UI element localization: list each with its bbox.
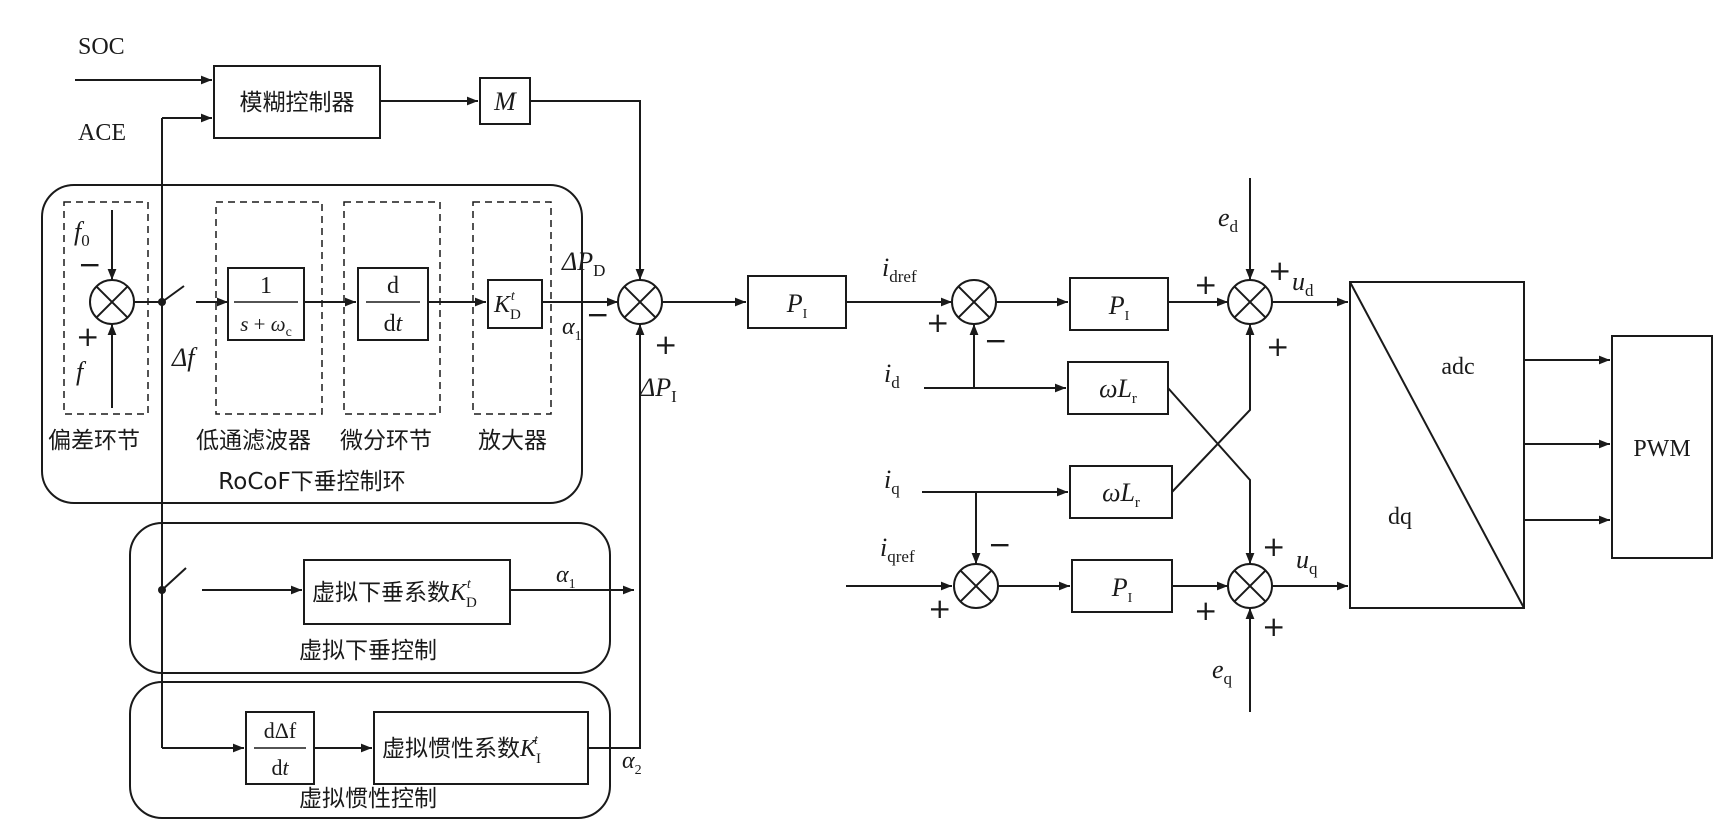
f-label: f xyxy=(76,357,87,386)
inertia-derivative-numerator: dΔf xyxy=(264,718,297,743)
omega-l-block-q xyxy=(1069,465,1173,519)
plus-sign: + xyxy=(1262,530,1285,563)
pi-block-q xyxy=(1071,559,1173,613)
fuzzy-controller-label: 模糊控制器 xyxy=(240,90,355,116)
virtual-droop-group xyxy=(129,522,611,674)
virtual-inertia-group xyxy=(129,681,611,819)
delta-f-label: Δf xyxy=(171,343,198,372)
eq-label: eq xyxy=(1212,655,1233,688)
switch-2 xyxy=(161,567,187,591)
rocof-loop-label: RoCoF下垂控制环 xyxy=(218,469,405,495)
lpf-denominator: s + ωc xyxy=(240,312,292,340)
m-block xyxy=(479,77,531,125)
iqref-label: iqref xyxy=(880,533,915,566)
ud-label: ud xyxy=(1292,267,1314,300)
diff-numerator: d xyxy=(387,273,399,299)
minus-sign: − xyxy=(984,324,1007,357)
deviation-stage-outline xyxy=(63,201,149,415)
iq-label: iq xyxy=(884,465,900,498)
ace-label: ACE xyxy=(78,120,126,146)
summing-junction-power xyxy=(617,279,663,325)
pwm-label: PWM xyxy=(1633,436,1690,462)
plus-sign: + xyxy=(1266,330,1289,363)
amplifier-label: KDt xyxy=(493,289,521,323)
summing-junction-id xyxy=(951,279,997,325)
delta-pd-label: ΔPD xyxy=(561,247,605,280)
lpf-numerator: 1 xyxy=(260,273,272,299)
minus-sign: − xyxy=(988,528,1011,561)
ed-label: ed xyxy=(1218,203,1239,236)
pi-label-d: PI xyxy=(1108,291,1130,324)
uq-label: uq xyxy=(1296,545,1318,578)
virtual-droop-label: 虚拟下垂控制 xyxy=(299,638,437,664)
plus-sign: + xyxy=(1194,594,1217,627)
pwm-block xyxy=(1611,335,1713,559)
summing-junction-deviation xyxy=(89,279,135,325)
pi-block-main xyxy=(747,275,847,329)
summing-junction-uq xyxy=(1227,563,1273,609)
inertia-coefficient-block xyxy=(373,711,589,785)
lpf-block xyxy=(227,267,305,341)
m-to-sum-arrow xyxy=(530,100,645,280)
inertia-coefficient-label: 虚拟惯性系数KIt xyxy=(382,733,541,767)
droop-coefficient-block xyxy=(303,559,511,625)
plus-sign: + xyxy=(76,320,99,353)
m-label: M xyxy=(493,87,517,116)
minus-sign: − xyxy=(78,248,101,281)
idref-label: idref xyxy=(882,253,917,286)
diff-stage-outline xyxy=(343,201,441,415)
pi-block-d xyxy=(1069,277,1169,331)
soc-label: SOC xyxy=(78,34,125,60)
deviation-stage-label: 偏差环节 xyxy=(48,428,140,454)
amp-stage-label: 放大器 xyxy=(478,428,547,454)
plus-sign: + xyxy=(654,328,677,361)
omega-l-label-q: ωLr xyxy=(1102,478,1140,511)
f0-label: f0 xyxy=(74,217,90,250)
amp-stage-outline xyxy=(472,201,552,415)
dq-abc-diagonal xyxy=(1349,281,1525,609)
plus-sign: + xyxy=(928,592,951,625)
dq-label: dq xyxy=(1388,504,1412,530)
cross-wl-to-uq xyxy=(1167,387,1255,564)
summing-junction-ud xyxy=(1227,279,1273,325)
pi-label-main: PI xyxy=(786,289,808,322)
switch-1 xyxy=(161,285,185,303)
inertia-derivative-denominator: dt xyxy=(271,755,289,780)
diff-denominator: dt xyxy=(384,311,404,337)
alpha1-label: α1 xyxy=(562,314,582,344)
plus-sign: + xyxy=(1268,254,1291,287)
diff-stage-label: 微分环节 xyxy=(340,428,432,454)
omega-l-label-d: ωLr xyxy=(1099,374,1137,407)
plus-sign: + xyxy=(1262,610,1285,643)
alpha2-label: α2 xyxy=(622,748,642,778)
amplifier-block xyxy=(487,279,543,329)
diff-block xyxy=(357,267,429,341)
inertia-to-sum-arrow xyxy=(588,324,645,749)
rocof-loop-group xyxy=(41,184,583,504)
omega-l-block-d xyxy=(1067,361,1169,415)
plus-sign: + xyxy=(926,306,949,339)
lpf-stage-label: 低通滤波器 xyxy=(196,428,311,454)
minus-sign: − xyxy=(586,298,609,331)
alpha1-droop-label: α1 xyxy=(556,562,576,592)
virtual-inertia-label: 虚拟惯性控制 xyxy=(299,786,437,812)
pi-label-q: PI xyxy=(1111,573,1133,606)
adc-label: adc xyxy=(1441,354,1474,380)
plus-sign: + xyxy=(1194,268,1217,301)
delta-pi-label: ΔPI xyxy=(639,373,677,406)
summing-junction-iq xyxy=(953,563,999,609)
fuzzy-controller-block xyxy=(213,65,381,139)
cross-wl-to-ud xyxy=(1171,324,1255,493)
droop-coefficient-label: 虚拟下垂系数KDt xyxy=(312,577,477,611)
id-label: id xyxy=(884,359,900,392)
lpf-stage-outline xyxy=(215,201,323,415)
